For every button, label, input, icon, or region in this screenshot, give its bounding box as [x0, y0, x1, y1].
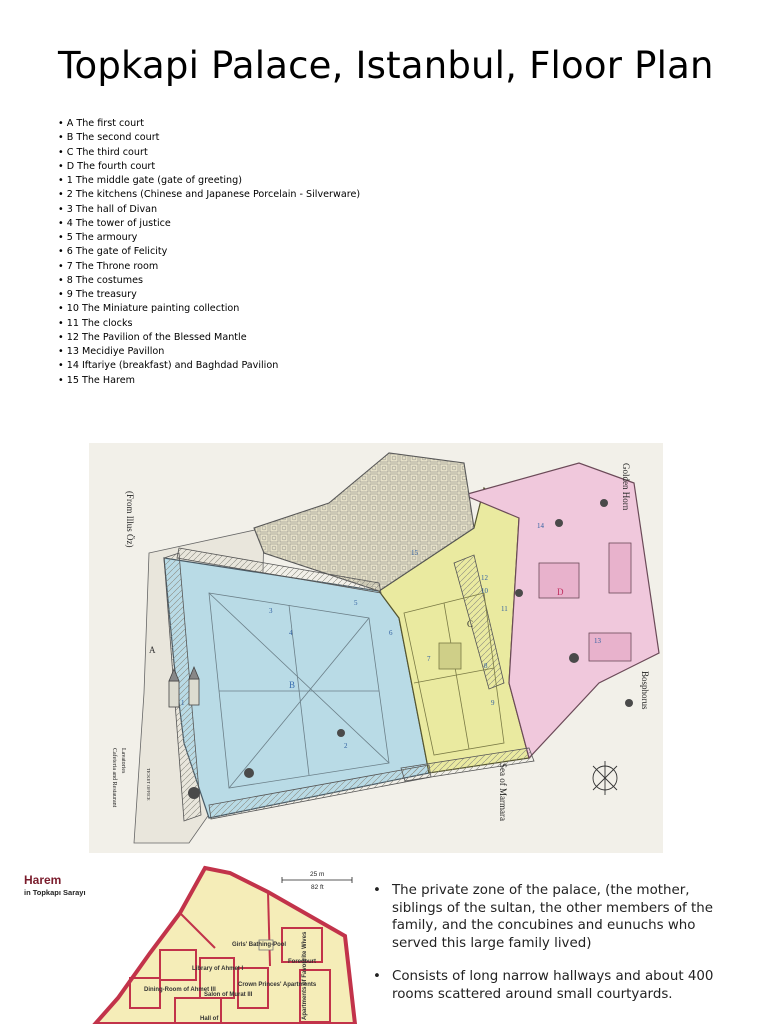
golden-horn-label: Golden Horn	[621, 463, 631, 511]
plan-number: 11	[501, 605, 508, 613]
scale-meters: 25 m	[310, 871, 324, 878]
legend-item: 11 The clocks	[58, 317, 360, 331]
legend-list: A The first court B The second court C T…	[58, 117, 360, 388]
legend-item: 4 The tower of justice	[58, 217, 360, 231]
room-label: Crown Princes' Apartments	[238, 982, 317, 988]
ticket-label: TICKET OFFICE	[146, 768, 151, 801]
plan-number: 15	[411, 549, 419, 557]
palace-floor-plan: Golden Horn Bosphorus Sea of Marmara (Fr…	[89, 443, 663, 853]
legend-item: 8 The costumes	[58, 274, 360, 288]
court-a-letter: A	[149, 645, 156, 655]
room-label: Hall of	[200, 1016, 219, 1022]
room-label: Girls' Bathing-Pool	[232, 942, 286, 948]
legend-item: 10 The Miniature painting collection	[58, 302, 360, 316]
source-label: (From Illus Öz)	[125, 491, 135, 548]
legend-item: D The fourth court	[58, 160, 360, 174]
room-label: Library of Ahmet I	[192, 966, 243, 972]
plan-number: 7	[427, 655, 431, 663]
legend-item: A The first court	[58, 117, 360, 131]
harem-floor-area	[92, 865, 358, 1024]
court-c-letter: C	[467, 619, 473, 629]
scale-feet: 82 ft	[311, 884, 324, 891]
legend-item: 1 The middle gate (gate of greeting)	[58, 174, 360, 188]
lavatories-label: Lavatories	[120, 748, 126, 774]
compass-icon	[592, 761, 618, 795]
legend-item: 14 Iftariye (breakfast) and Baghdad Pavi…	[58, 359, 360, 373]
legend-item: 5 The armoury	[58, 231, 360, 245]
legend-item: C The third court	[58, 146, 360, 160]
legend-item: 12 The Pavilion of the Blessed Mantle	[58, 331, 360, 345]
harem-map: Harem in Topkapı Sarayı 25 m 82 ft Girls…	[0, 858, 362, 1024]
court-b-letter: B	[289, 680, 295, 690]
harem-map-title: Harem	[24, 873, 61, 887]
plan-number: 8	[484, 662, 488, 670]
plan-number: 5	[354, 599, 358, 607]
plan-number: 14	[537, 522, 545, 530]
room-label: Dining-Room of Ahmet III	[144, 987, 216, 993]
bosphorus-label: Bosphorus	[640, 671, 650, 710]
plan-number: 2	[344, 742, 348, 750]
room-label: Apartments of Favourite Wives	[302, 931, 308, 1020]
plan-number: 13	[594, 637, 602, 645]
legend-item: 3 The hall of Divan	[58, 203, 360, 217]
palace-floor-plan-drawing: Golden Horn Bosphorus Sea of Marmara (Fr…	[111, 452, 660, 844]
harem-map-drawing: Harem in Topkapı Sarayı 25 m 82 ft Girls…	[24, 865, 358, 1024]
harem-map-subtitle: in Topkapı Sarayı	[24, 888, 86, 897]
legend-item: 7 The Throne room	[58, 260, 360, 274]
note-item: The private zone of the palace, (the mot…	[371, 882, 743, 952]
cafeteria-label: Cafeteria and Restaurant	[111, 748, 118, 808]
plan-number: 9	[491, 699, 495, 707]
plan-number: 10	[481, 587, 489, 595]
legend-item: 15 The Harem	[58, 374, 360, 388]
legend-item: 9 The treasury	[58, 288, 360, 302]
sea-label: Sea of Marmara	[498, 763, 508, 821]
page-title: Topkapi Palace, Istanbul, Floor Plan	[58, 44, 714, 87]
plan-number: 4	[289, 629, 293, 637]
plan-number: 12	[481, 574, 489, 582]
harem-notes: The private zone of the palace, (the mot…	[371, 882, 743, 1020]
plan-number: 3	[269, 607, 273, 615]
court-d-letter: D	[557, 587, 564, 597]
legend-item: 13 Mecidiye Pavillon	[58, 345, 360, 359]
legend-item: B The second court	[58, 131, 360, 145]
room-label: Forecourt	[288, 959, 316, 965]
plan-number: 6	[389, 629, 393, 637]
note-item: Consists of long narrow hallways and abo…	[371, 968, 743, 1003]
room-label: Salon of Murat III	[204, 992, 253, 998]
legend-item: 2 The kitchens (Chinese and Japanese Por…	[58, 188, 360, 202]
plan-number: 1	[181, 699, 185, 707]
legend-item: 6 The gate of Felicity	[58, 245, 360, 259]
court-d-area	[462, 462, 660, 760]
